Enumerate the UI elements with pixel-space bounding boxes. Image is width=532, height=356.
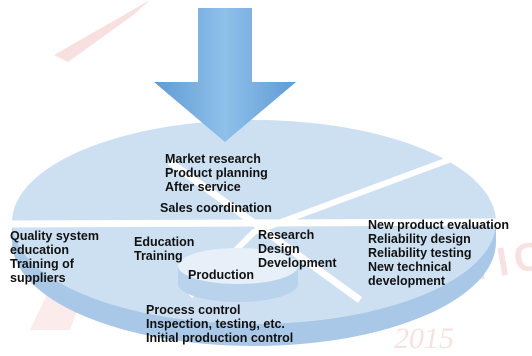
label-reliability-design: Reliability design (368, 232, 471, 246)
label-initial-production-control: Initial production control (146, 331, 294, 345)
right-inner-label: Research Design Development (258, 228, 337, 270)
label-product-planning: Product planning (165, 166, 268, 180)
label-training-inner: Training (134, 249, 183, 263)
label-inspection-testing: Inspection, testing, etc. (146, 317, 285, 331)
left-outer-label: Quality system education Training of sup… (10, 229, 99, 285)
label-quality-system: Quality system (10, 229, 99, 243)
down-arrow-icon (154, 8, 296, 142)
label-suppliers: suppliers (10, 271, 66, 285)
top-label: Market research Product planning After s… (165, 152, 268, 194)
label-market-research: Market research (165, 152, 261, 166)
right-outer-label: New product evaluation Reliability desig… (368, 218, 509, 288)
label-education-inner: Education (134, 235, 195, 249)
label-education: education (10, 243, 70, 257)
center-label: Production (188, 268, 254, 282)
label-development-outer: development (368, 274, 446, 288)
watermark-year: 2015 (394, 322, 454, 355)
label-after-service: After service (165, 180, 241, 194)
hub-top (178, 248, 298, 284)
bottom-label: Process control Inspection, testing, etc… (146, 303, 293, 345)
label-development: Development (258, 256, 337, 270)
left-inner-label: Education Training (134, 235, 194, 263)
label-training-of: Training of (10, 257, 74, 271)
label-new-product-evaluation: New product evaluation (368, 218, 509, 232)
production-hub (178, 248, 298, 302)
label-research: Research (258, 228, 315, 242)
label-design: Design (258, 242, 300, 256)
sales-label: Sales coordination (160, 201, 272, 215)
label-new-technical: New technical (368, 260, 452, 274)
label-reliability-testing: Reliability testing (368, 246, 472, 260)
label-process-control: Process control (146, 303, 241, 317)
